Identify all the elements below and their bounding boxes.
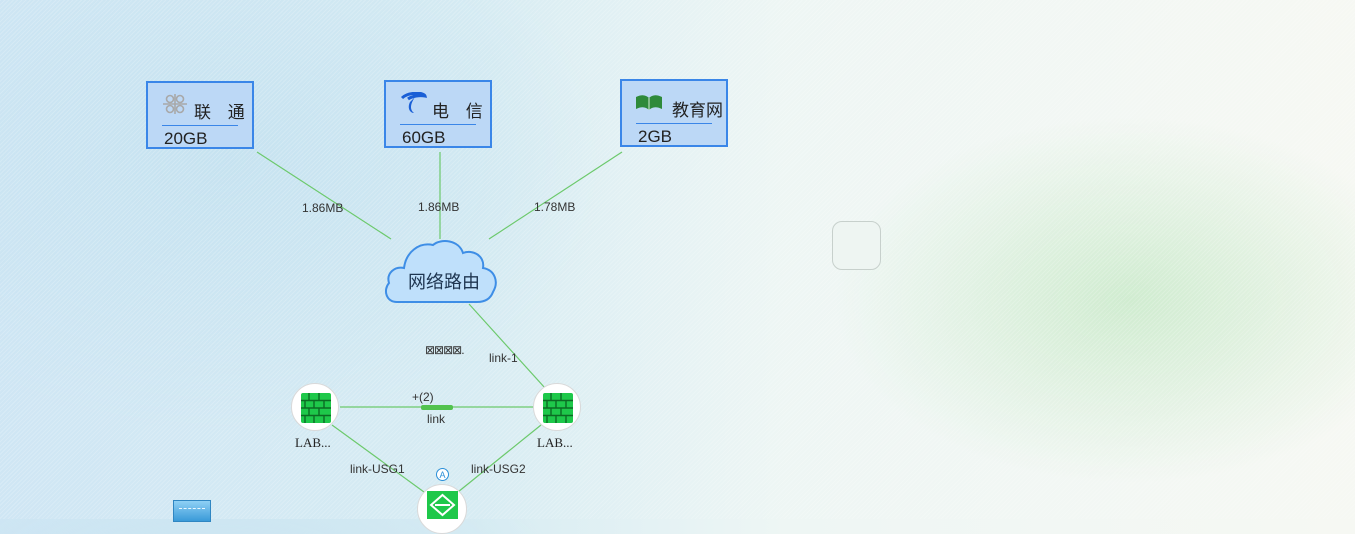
- link-rate-label: 1.78MB: [534, 200, 576, 214]
- china-telecom-logo-icon: [400, 92, 428, 113]
- link-rate-label: 1.86MB: [302, 201, 344, 215]
- link-label: link-USG2: [471, 462, 526, 476]
- isp-divider: [162, 125, 238, 126]
- topology-links: [256, 151, 623, 493]
- garbled-label: ⊠⊠⊠⊠.: [425, 343, 465, 357]
- isp-name: 电 信: [432, 102, 489, 121]
- link-label: link: [427, 412, 446, 426]
- isp-unicom-node[interactable]: 联 通 20GB: [146, 81, 254, 149]
- switch-node[interactable]: [417, 484, 467, 534]
- firewall-icon: [543, 393, 573, 423]
- link-count-label: +(2): [412, 390, 434, 404]
- isp-cernet-node[interactable]: 教育网 2GB: [620, 79, 728, 147]
- link-firewall-right-switch[interactable]: [457, 424, 542, 493]
- link-firewall-left-switch[interactable]: [331, 424, 425, 493]
- router-label: 网络路由: [408, 272, 480, 292]
- isp-divider: [400, 124, 476, 125]
- link-label: link-USG1: [350, 462, 405, 476]
- link-rate-label: 1.86MB: [418, 200, 460, 214]
- isp-name: 教育网: [672, 101, 723, 120]
- firewall-left-node[interactable]: [291, 383, 339, 431]
- isp-usage: 20GB: [164, 129, 208, 148]
- china-unicom-logo-icon: [163, 94, 187, 114]
- switch-icon: [427, 491, 458, 519]
- link-aggregate-marker[interactable]: [421, 405, 453, 410]
- link-cernet-router[interactable]: [488, 151, 623, 240]
- firewall-left-name: LAB...: [295, 435, 331, 450]
- firewall-icon: [301, 393, 331, 423]
- link-unicom-router[interactable]: [256, 151, 392, 240]
- router-cloud-icon[interactable]: [383, 238, 499, 304]
- isp-usage: 60GB: [402, 128, 446, 147]
- link-label: link-1: [489, 351, 518, 365]
- floating-panel-button[interactable]: [832, 221, 881, 270]
- isp-divider: [636, 123, 712, 124]
- link-router-firewall-right[interactable]: [468, 303, 546, 389]
- isp-telecom-node[interactable]: 电 信 60GB: [384, 80, 492, 148]
- isp-usage: 2GB: [638, 127, 673, 146]
- switch-badge: A: [436, 468, 449, 481]
- firewall-right-name: LAB...: [537, 435, 573, 450]
- cernet-book-logo-icon: [636, 95, 662, 110]
- isp-name: 联 通: [194, 103, 251, 122]
- firewall-right-node[interactable]: [533, 383, 581, 431]
